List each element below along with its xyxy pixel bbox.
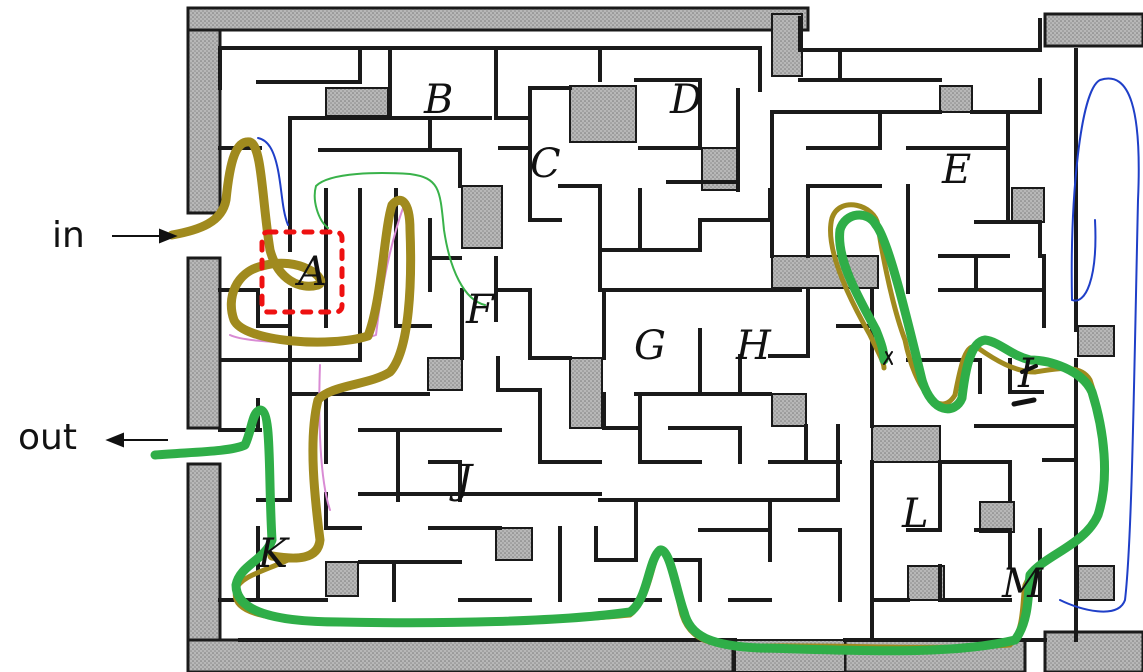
entry-arrow [112, 230, 175, 242]
black-dash-lower [1014, 400, 1034, 404]
room-label-d: D [670, 80, 702, 120]
room-label-m: M [1002, 564, 1043, 604]
exit-arrow [108, 434, 168, 446]
room-label-a: A [298, 252, 327, 292]
exit-label: out [18, 420, 77, 456]
room-label-h: H [736, 326, 771, 366]
room-label-k: K [258, 534, 288, 574]
room-label-l: L [902, 494, 929, 534]
room-label-b: B [424, 80, 453, 120]
entry-label: in [52, 218, 85, 254]
room-label-e: E [942, 150, 971, 190]
room-label-i: I [1018, 354, 1034, 394]
room-label-j: J [456, 460, 472, 500]
room-label-f: F [466, 290, 494, 330]
room-label-c: C [530, 144, 561, 184]
room-label-g: G [634, 326, 666, 366]
